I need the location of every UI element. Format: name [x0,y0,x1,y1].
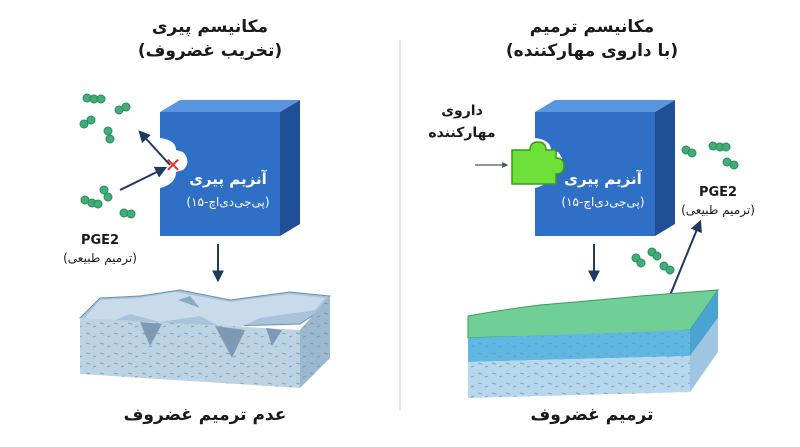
approach-arrow [119,166,168,191]
pge2-molecule-icon [79,93,136,219]
right-outcome: ترمیم غضروف [531,405,654,425]
puzzle-piece-icon [511,141,565,185]
left-enzyme-name: آنزیم پیری [189,170,267,189]
left-pge2-sublabel: (ترمیم طبیعی) [63,251,137,266]
left-title: مکانیسم پیری [152,17,268,37]
right-pge2-label: PGE2 [699,185,737,200]
healthy-cartilage [467,289,720,398]
drug-label-line2: مهارکننده [428,125,495,141]
drug-label-line1: داروی [441,103,483,119]
deflect-arrow [138,130,171,166]
right-enzyme-id: (۱۵-پی‌جی‌دی‌اچ) [561,195,644,209]
left-pge2-label: PGE2 [81,233,119,248]
left-enzyme-id: (۱۵-پی‌جی‌دی‌اچ) [186,195,269,209]
damaged-cartilage [79,289,331,388]
right-title: مکانیسم ترمیم [530,17,654,37]
enzyme-block-left [160,100,300,236]
enzyme-block-right [535,100,675,236]
right-subtitle: (با داروی مهارکننده) [506,41,678,61]
right-panel: مکانیسم ترمیم (با داروی مهارکننده) داروی… [428,17,754,425]
left-panel: مکانیسم پیری (تخریب غضروف) ✕ آنزیم پیری … [63,17,331,425]
left-subtitle: (تخریب غضروف) [138,41,282,61]
right-enzyme-name: آنزیم پیری [564,170,642,189]
x-mark-icon: ✕ [165,153,182,177]
pge2-molecule-icon [631,141,739,275]
right-pge2-sublabel: (ترمیم طبیعی) [681,203,755,218]
left-outcome: عدم ترمیم غضروف [124,405,287,425]
